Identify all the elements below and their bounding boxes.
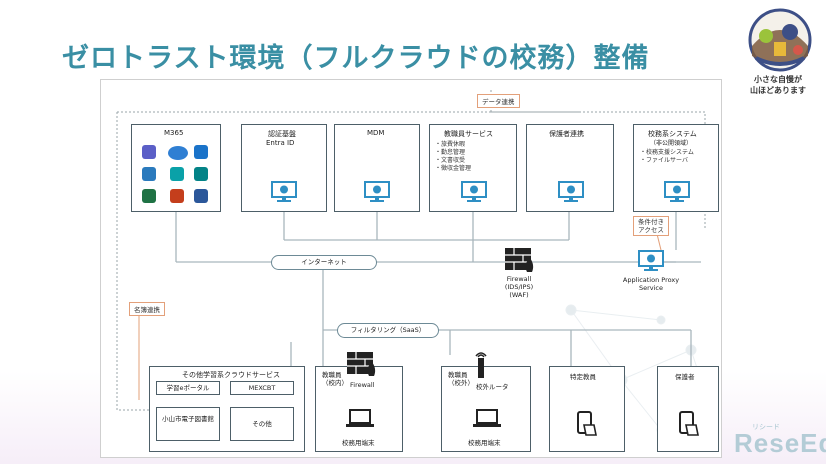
specific-staff-label: 特定教員 [570,373,596,381]
staff-outside-box: 教職員 （校外） 校外ルータ 校務用端末 [441,366,531,452]
guardian-link-box: 保護者連携 [526,124,614,212]
staff-inside-label: 教職員 （校内） [322,371,348,387]
staff-inside-line2: （校内） [322,379,348,387]
list-item: ・ファイルサーバ [640,157,688,164]
network-diagram: データ連携 名簿連携 条件付き アクセス M365 認証基盤 Entra ID … [100,79,722,458]
monitor-icon [664,181,690,202]
specific-staff-box: 特定教員 [549,366,625,452]
other-services-label: その他学習系クラウドサービス [182,371,280,379]
logo-slogan-line1: 小さな自慢が [754,75,802,84]
staff-outside-terminal: 校務用端末 [468,439,501,447]
school-system-items: ・校務支援システム ・ファイルサーバ [640,149,694,165]
staff-outside-line2: （校外） [448,379,474,387]
smartphone-hand-icon [679,411,699,436]
watermark-sub: リシード [752,423,780,431]
school-system-sub: （非公開領域） [650,140,693,147]
logo-slogan-line2: 山ほどあります [750,86,806,95]
firewall-line3: (WAF) [509,291,529,299]
entra-id-label: Entra ID [266,139,295,147]
laptop-icon [346,409,374,427]
monitor-icon [558,181,584,202]
staff-inside-device: Firewall [350,381,375,389]
data-link-tag: データ連携 [477,94,520,108]
service-e-library: 小山市電子図書館 [156,407,220,441]
smartphone-hand-icon [577,411,597,436]
auth-label: 認証基盤 [268,130,296,138]
staff-inside-line1: 教職員 [322,371,342,379]
mdm-box: MDM [334,124,420,212]
app-proxy-monitor-icon [638,250,664,271]
service-gakushu-portal: 学習eポータル [156,381,220,395]
m365-box: M365 [131,124,221,212]
reseed-watermark: ReseEd [734,428,826,458]
school-system-label: 校務系システム [648,130,697,138]
staff-service-box: 教職員サービス ・旅費休暇 ・勤怠管理 ・文書収受 ・徴収金管理 [429,124,517,212]
firewall-line2: (IDS/IPS) [504,283,534,291]
city-mascot-logo [748,8,812,72]
staff-outside-label: 教職員 （校外） [448,371,474,387]
app-proxy-label: Application Proxy Service [611,276,691,292]
list-item: ・徴収金管理 [435,165,472,172]
service-other: その他 [230,407,294,441]
logo-slogan: 小さな自慢が 山ほどあります [732,74,824,96]
school-system-box: 校務系システム （非公開領域） ・校務支援システム ・ファイルサーバ [633,124,719,212]
conditional-access-line2: アクセス [638,226,664,234]
staff-outside-line1: 教職員 [448,371,468,379]
app-proxy-line1: Application Proxy [622,276,680,284]
other-services-box: その他学習系クラウドサービス 学習eポータル MEXCBT 小山市電子図書館 そ… [149,366,305,452]
staff-inside-box: 教職員 （校内） Firewall 校務用端末 [315,366,403,452]
monitor-icon [271,181,297,202]
staff-inside-terminal: 校務用端末 [342,439,375,447]
slide-title: ゼロトラスト環境（フルクラウドの校務）整備 [62,43,650,74]
laptop-icon [473,409,501,427]
firewall-icon [347,352,376,376]
list-item: ・文書収受 [435,157,466,164]
monitor-icon [364,181,390,202]
app-proxy-line2: Service [638,284,664,292]
list-item: ・校務支援システム [640,149,694,156]
roster-link-tag: 名簿連携 [129,302,165,316]
firewall-line1: Firewall [506,275,532,283]
list-item: ・勤怠管理 [435,149,466,156]
staff-service-items: ・旅費休暇 ・勤怠管理 ・文書収受 ・徴収金管理 [435,141,471,173]
staff-service-label: 教職員サービス [444,130,493,138]
conditional-access-line1: 条件付き [638,218,664,226]
guardian-label: 保護者 [675,373,695,381]
list-item: ・旅費休暇 [435,141,466,148]
staff-outside-device: 校外ルータ [476,383,509,391]
service-mexcbt: MEXCBT [230,381,294,395]
firewall-icon [505,248,534,272]
filtering-pill: フィルタリング（SaaS） [337,323,439,338]
m365-app-icons [142,145,208,203]
router-icon [475,352,487,378]
monitor-icon [461,181,487,202]
mdm-label: MDM [367,129,385,137]
auth-box: 認証基盤 Entra ID [241,124,327,212]
internet-pill: インターネット [271,255,377,270]
m365-label: M365 [164,129,184,137]
guardian-box: 保護者 [657,366,719,452]
conditional-access-tag: 条件付き アクセス [633,216,669,236]
firewall-label: Firewall (IDS/IPS) (WAF) [497,275,541,299]
guardian-link-label: 保護者連携 [549,130,584,138]
